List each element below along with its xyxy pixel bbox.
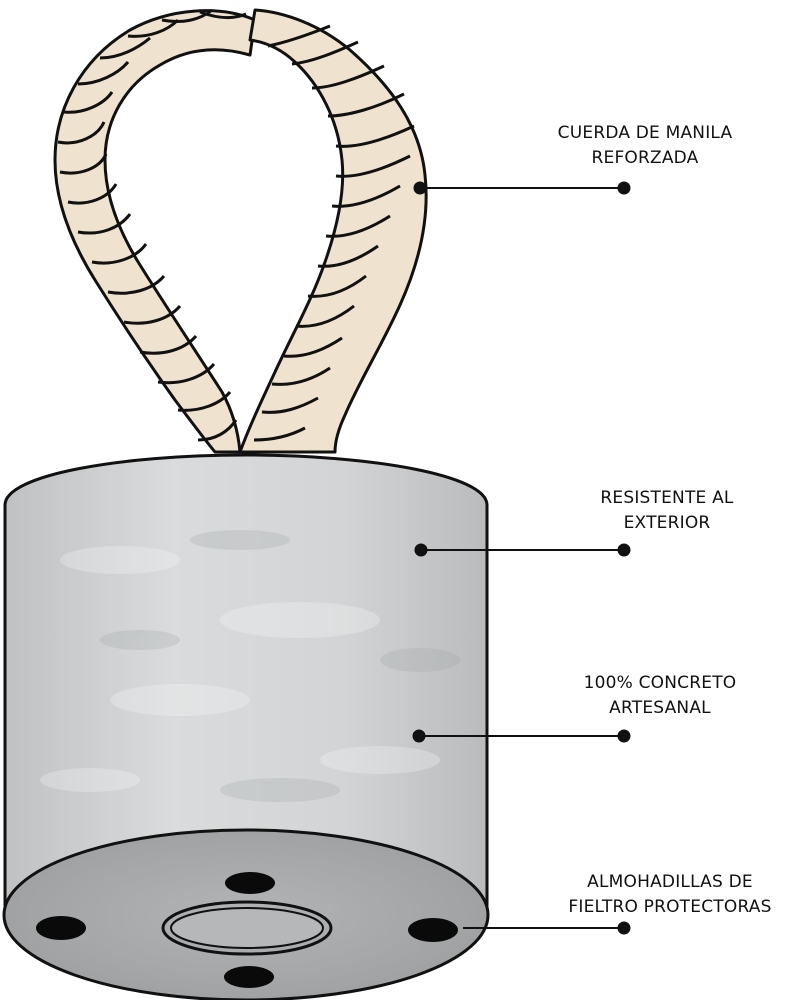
base-center-ring-outer: [161, 900, 333, 956]
label-artisan-concrete-line2: ARTESANAL: [609, 698, 711, 718]
base-center-ring-inner: [170, 907, 324, 949]
label-manila-rope: CUERDA DE MANILA REFORZADA: [540, 121, 750, 171]
label-weather-resistant-line2: EXTERIOR: [623, 513, 711, 533]
felt-pads: [36, 872, 458, 988]
label-manila-rope-line1: CUERDA DE MANILA: [557, 123, 733, 143]
concrete-texture-dark: [100, 530, 460, 802]
label-felt-pads: ALMOHADILLAS DE FIELTRO PROTECTORAS: [535, 870, 805, 920]
rope-left-strand: [53, 9, 257, 454]
label-weather-resistant-line1: RESISTENTE AL: [600, 488, 734, 508]
label-artisan-concrete: 100% CONCRETO ARTESANAL: [550, 671, 770, 721]
felt-pad-top: [225, 872, 275, 894]
felt-pad-bottom: [224, 966, 274, 988]
rope-twist-lines-left: [57, 8, 247, 442]
label-weather-resistant: RESISTENTE AL EXTERIOR: [562, 486, 772, 536]
concrete-texture: [40, 546, 440, 792]
felt-pad-right: [408, 918, 458, 942]
concrete-cylinder: [2, 453, 490, 1000]
label-manila-rope-line2: REFORZADA: [591, 148, 699, 168]
label-felt-pads-line2: FIELTRO PROTECTORAS: [568, 897, 772, 917]
callout-line-pads: [463, 921, 631, 935]
manila-rope: [53, 8, 428, 454]
rope-twist-lines-right: [253, 24, 415, 442]
callout-line-weather: [414, 543, 631, 557]
callout-line-concrete: [412, 729, 631, 743]
label-artisan-concrete-line1: 100% CONCRETO: [583, 673, 737, 693]
felt-pad-left: [36, 916, 86, 940]
callout-line-rope: [413, 181, 631, 195]
cylinder-body: [3, 453, 489, 907]
callout-lines: [412, 181, 631, 935]
label-felt-pads-line1: ALMOHADILLAS DE: [587, 872, 753, 892]
rope-right-strand: [238, 8, 428, 454]
